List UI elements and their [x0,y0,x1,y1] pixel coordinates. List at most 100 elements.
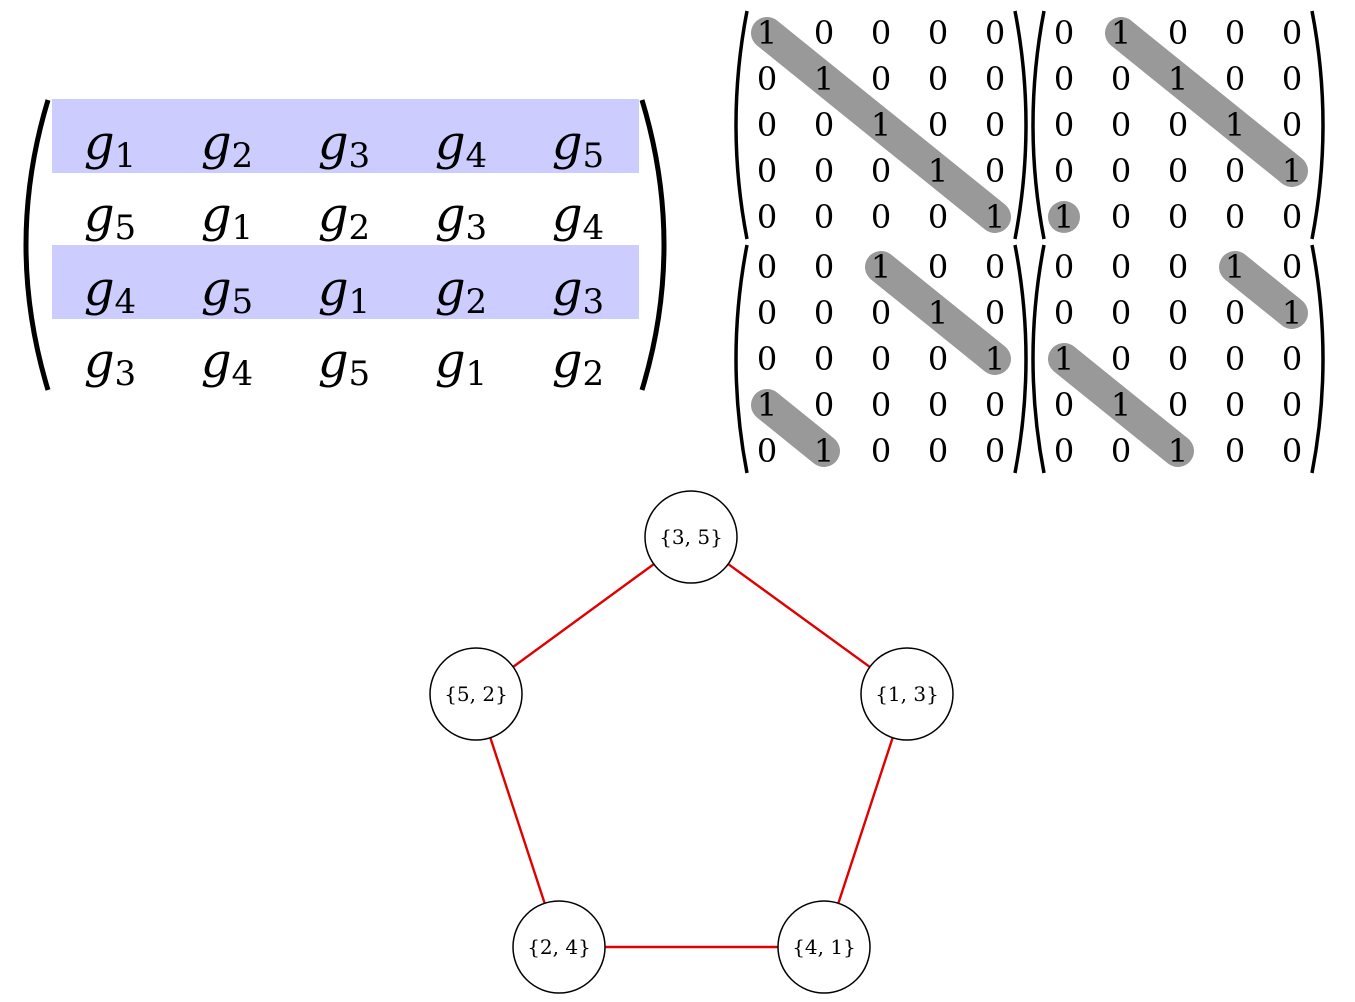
graph-node: {1, 3} [860,647,954,741]
permutation-entry: 0 [985,60,1005,98]
permutation-entry: 0 [1168,248,1188,286]
permutation-entry: 0 [814,152,834,190]
matrix-entry: g1 [201,187,253,248]
diagonal-highlight [865,251,1011,375]
permutation-entry: 0 [1111,198,1131,236]
diagonal-highlight [751,389,840,467]
highlighted-row-band [52,99,639,173]
permutation-entry: 1 [1282,152,1302,190]
permutation-entry: 1 [757,386,777,424]
permutation-entry: 0 [928,340,948,378]
permutation-entry: 0 [928,432,948,470]
permutation-entry: 1 [928,152,948,190]
permutation-entry: 0 [1168,294,1188,332]
graph-edge [837,737,894,904]
permutation-entry: 0 [985,14,1005,52]
permutation-entry: 0 [985,432,1005,470]
matrix-entry: g4 [84,261,136,322]
diagonal-highlight [1105,17,1308,187]
permutation-entry: 0 [1054,248,1074,286]
permutation-entry: 0 [928,386,948,424]
permutation-entry: 0 [1054,432,1074,470]
permutation-entry: 0 [871,340,891,378]
permutation-entry: 1 [985,198,1005,236]
permutation-entry: 0 [1111,340,1131,378]
left-parenthesis [1031,10,1046,240]
matrix-entry: g1 [318,261,370,322]
graph-node-circle [644,490,738,584]
matrix-entry: g4 [201,333,253,394]
permutation-entry: 0 [1225,60,1245,98]
permutation-entry: 1 [757,14,777,52]
matrix-entry: g2 [435,261,487,322]
permutation-entry: 0 [928,248,948,286]
graph-node-circle [429,647,523,741]
permutation-entry: 0 [1282,106,1302,144]
permutation-entry: 0 [1282,248,1302,286]
matrix-entry: g5 [318,333,370,394]
diagonal-highlight [1219,251,1308,329]
permutation-entry: 0 [871,60,891,98]
graph-node-circle [860,647,954,741]
cycle-graph: {3, 5}{1, 3}{4, 1}{2, 4}{5, 2} [429,490,954,994]
permutation-entry: 0 [1168,152,1188,190]
matrix-entry: g3 [318,115,370,176]
permutation-entry: 1 [1168,432,1188,470]
right-parenthesis [1310,244,1325,474]
permutation-entry: 0 [814,248,834,286]
permutation-entry: 0 [1054,386,1074,424]
permutation-entry: 0 [1282,198,1302,236]
permutation-entry: 0 [871,198,891,236]
permutation-entry: 0 [757,340,777,378]
permutation-entry: 0 [1054,60,1074,98]
permutation-entry: 0 [871,294,891,332]
graph-node-label: {2, 4} [527,935,591,959]
permutation-entry: 0 [1054,294,1074,332]
permutation-entry: 0 [1111,248,1131,286]
permutation-entry: 1 [1054,198,1074,236]
matrix-entry: g5 [201,261,253,322]
permutation-entry: 1 [1282,294,1302,332]
permutation-entry: 0 [757,294,777,332]
permutation-entry: 0 [1282,340,1302,378]
permutation-entry: 0 [871,152,891,190]
permutation-entry: 0 [814,340,834,378]
matrix-entry: g4 [552,187,604,248]
permutation-entry: 1 [871,106,891,144]
permutation-entry: 0 [757,248,777,286]
permutation-entry: 0 [814,294,834,332]
permutation-entry: 0 [757,198,777,236]
matrix-entry: g2 [552,333,604,394]
diagonal-highlight [751,17,1011,233]
graph-node-circle [777,900,871,994]
permutation-entry: 1 [928,294,948,332]
graph-edge [512,563,655,668]
permutation-entry: 1 [985,340,1005,378]
graph-edge [727,563,871,668]
permutation-entry: 0 [1168,340,1188,378]
permutation-entry: 0 [1225,294,1245,332]
permutation-entry: 0 [1225,432,1245,470]
permutation-entry: 0 [985,248,1005,286]
permutation-entry: 0 [1111,432,1131,470]
matrix-entry: g2 [318,187,370,248]
matrix-entry: g2 [201,115,253,176]
permutation-entry: 0 [1168,106,1188,144]
permutation-entry: 0 [757,60,777,98]
permutation-entry: 1 [1111,14,1131,52]
permutation-entry: 0 [928,60,948,98]
permutation-entry: 0 [1225,340,1245,378]
permutation-entry: 0 [1282,432,1302,470]
graph-node-label: {5, 2} [444,682,508,706]
permutation-entry: 0 [985,152,1005,190]
permutation-entry: 0 [985,386,1005,424]
permutation-entry: 0 [1111,106,1131,144]
permutation-entry: 1 [871,248,891,286]
matrix-entry: g3 [84,333,136,394]
diagonal-highlight [1048,343,1194,467]
left-parenthesis [1031,244,1046,474]
left-parenthesis [734,244,749,474]
